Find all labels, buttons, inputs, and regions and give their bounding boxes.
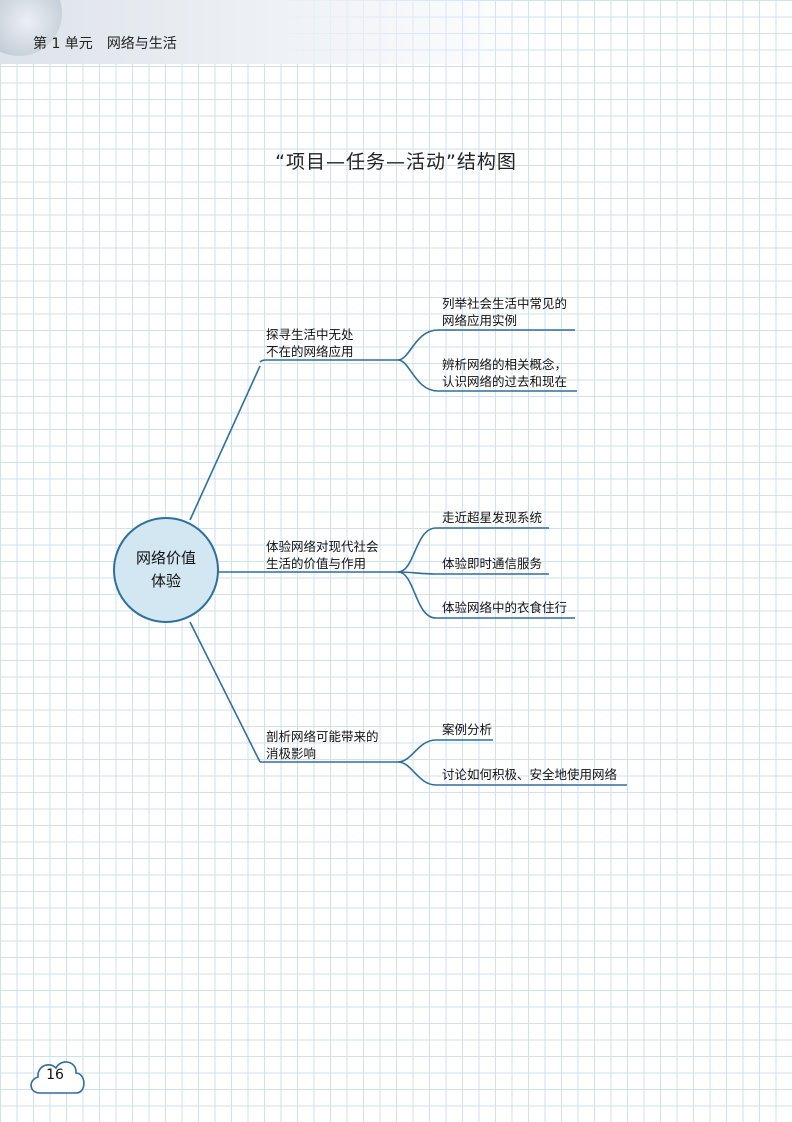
leaf-1-1-line1: 列举社会生活中常见的: [442, 296, 568, 311]
branch-2-label: 体验网络对现代社会 生活的价值与作用: [266, 538, 379, 572]
leaf-2-2-label: 体验即时通信服务: [442, 555, 542, 572]
unit-label: 第 1 单元: [33, 36, 93, 52]
connector-leaf-2-3: [397, 571, 575, 619]
page-title: “项目—任务—活动”结构图: [275, 151, 517, 173]
branch-1-line2: 不在的网络应用: [266, 344, 354, 359]
leaf-1-1-line2: 网络应用实例: [442, 313, 518, 328]
underline-branch-1: [259, 359, 398, 363]
cloud-icon: [30, 1061, 85, 1094]
page-number: 16: [46, 1067, 64, 1083]
connector-leaf-2-1: [397, 527, 549, 573]
leaf-2-3-label: 体验网络中的衣食住行: [442, 599, 567, 616]
page-number-badge: 16: [28, 1058, 82, 1094]
leaf-1-2-line1: 辨析网络的相关概念，: [442, 357, 568, 372]
branch-2-line1: 体验网络对现代社会: [266, 539, 379, 554]
connector-branch-1: [189, 365, 261, 521]
header-band: [0, 0, 792, 64]
branch-1-label: 探寻生活中无处 不在的网络应用: [266, 326, 354, 360]
leaf-2-1-line1: 走近超星发现系统: [442, 510, 543, 525]
center-node-circle: [113, 517, 219, 623]
unit-title: 网络与生活: [106, 36, 177, 52]
leaf-3-1-label: 案例分析: [442, 721, 492, 738]
branch-3-label: 剖析网络可能带来的 消极影响: [266, 728, 379, 762]
center-node-line1: 网络价值: [135, 549, 196, 567]
connector-leaf-1-2: [397, 359, 577, 392]
branch-3-line1: 剖析网络可能带来的: [266, 729, 379, 744]
center-node-line2: 体验: [150, 572, 181, 590]
leaf-3-2-label: 讨论如何积极、安全地使用网络: [442, 766, 617, 783]
connector-leaf-1-1: [397, 329, 575, 361]
connector-leaf-3-1: [397, 739, 493, 763]
connector-branch-3: [189, 621, 261, 763]
branch-3-line2: 消极影响: [266, 746, 317, 761]
leaf-3-2-line1: 讨论如何积极、安全地使用网络: [442, 767, 618, 782]
connector-leaf-2-2: [397, 571, 549, 575]
center-node: 网络价值 体验: [114, 518, 218, 622]
leaf-1-2-label: 辨析网络的相关概念， 认识网络的过去和现在: [442, 356, 567, 390]
leaf-1-1-label: 列举社会生活中常见的 网络应用实例: [442, 295, 567, 329]
branch-2-line2: 生活的价值与作用: [266, 556, 367, 571]
leaf-3-1-line1: 案例分析: [442, 722, 493, 737]
leaf-2-3-line1: 体验网络中的衣食住行: [442, 600, 568, 615]
running-header: 第 1 单元网络与生活: [33, 33, 191, 53]
leaf-2-2-line1: 体验即时通信服务: [442, 556, 543, 571]
branch-1-line1: 探寻生活中无处: [266, 327, 354, 342]
leaf-2-1-label: 走近超星发现系统: [442, 509, 542, 526]
leaf-1-2-line2: 认识网络的过去和现在: [442, 374, 568, 389]
connector-leaf-3-2: [397, 761, 627, 786]
